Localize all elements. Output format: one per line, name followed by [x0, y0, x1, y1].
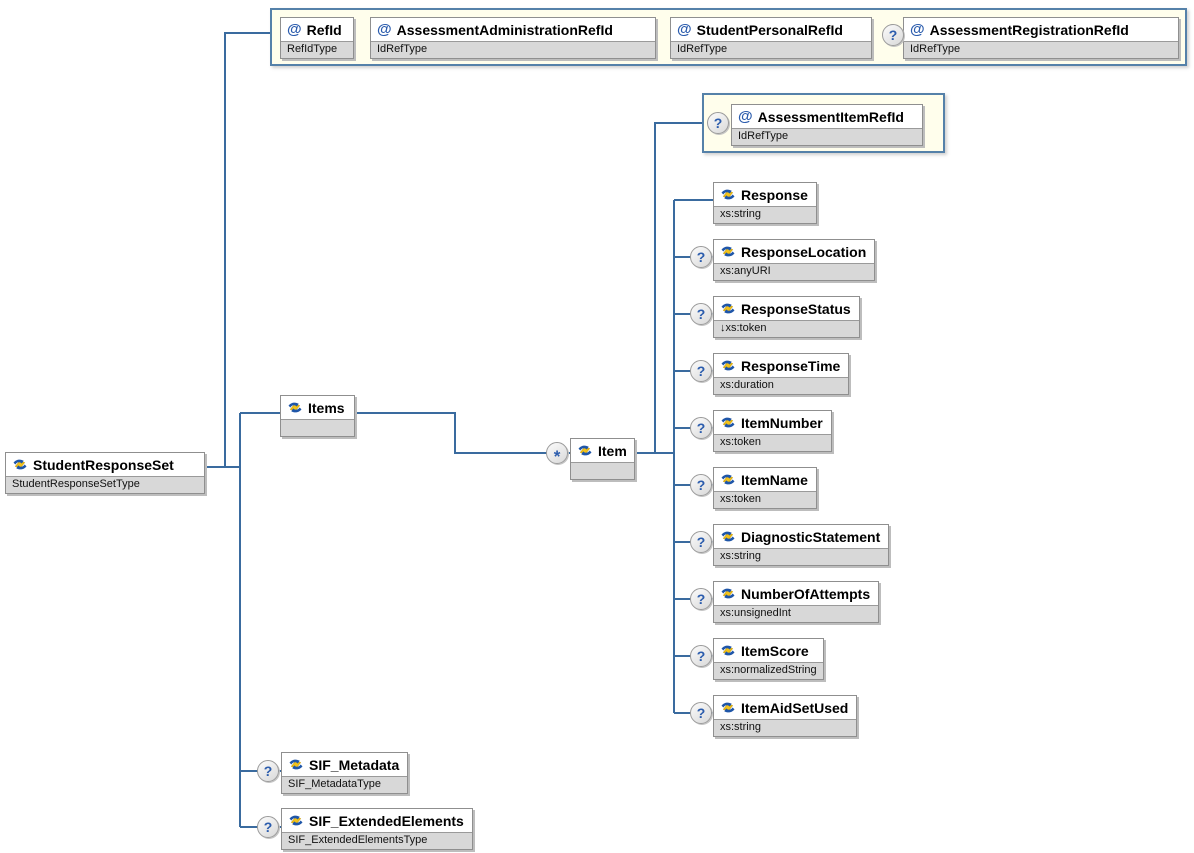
element-icon: [720, 245, 736, 258]
element-icon: [720, 587, 736, 600]
element-name: Items: [308, 399, 345, 416]
element-name: NumberOfAttempts: [741, 585, 871, 602]
attribute-name: RefId: [306, 21, 342, 38]
element-box-numberofattempts[interactable]: NumberOfAttempts xs:unsignedInt: [713, 581, 880, 623]
element-type: SIF_MetadataType: [282, 776, 408, 793]
attribute-icon: @: [910, 21, 925, 38]
element-box-sif-metadata[interactable]: SIF_Metadata SIF_MetadataType: [281, 752, 409, 794]
attribute-name: AssessmentRegistrationRefId: [929, 21, 1129, 38]
element-type: [571, 462, 634, 479]
element-box-response[interactable]: Response xs:string: [713, 182, 817, 224]
attribute-icon: @: [677, 21, 692, 38]
element-type: xs:anyURI: [714, 263, 875, 280]
element-type: ↓xs:token: [714, 320, 859, 337]
element-box-itemname[interactable]: ItemName xs:token: [713, 467, 817, 509]
attribute-name: AssessmentAdministrationRefId: [396, 21, 613, 38]
connector-item-to-item-attributes: [654, 122, 702, 453]
element-icon: [720, 416, 736, 429]
attribute-name: StudentPersonalRefId: [696, 21, 843, 38]
element-type: xs:string: [714, 206, 816, 223]
element-type: StudentResponseSetType: [6, 476, 204, 493]
attribute-type: IdRefType: [371, 41, 655, 58]
element-icon: [288, 758, 304, 771]
connector-items-to-item: [355, 412, 570, 454]
element-name: ItemScore: [741, 642, 809, 659]
attribute-box-studentpersonalrefid[interactable]: @ StudentPersonalRefId IdRefType: [670, 17, 872, 59]
attribute-name: AssessmentItemRefId: [757, 108, 904, 125]
element-icon: [720, 302, 736, 315]
optional-icon: ?: [690, 474, 712, 496]
optional-icon: ?: [257, 760, 279, 782]
element-type: xs:string: [714, 548, 889, 565]
element-name: DiagnosticStatement: [741, 528, 881, 545]
element-name: Item: [598, 442, 627, 459]
element-box-itemscore[interactable]: ItemScore xs:normalizedString: [713, 638, 824, 680]
element-name: ResponseTime: [741, 357, 841, 374]
element-type: xs:duration: [714, 377, 849, 394]
attribute-icon: @: [738, 108, 753, 125]
optional-icon: ?: [690, 303, 712, 325]
element-type: [281, 419, 354, 436]
attribute-type: RefIdType: [281, 41, 353, 58]
element-name: ResponseLocation: [741, 243, 867, 260]
element-name: ResponseStatus: [741, 300, 851, 317]
element-name: ItemName: [741, 471, 808, 488]
optional-icon: ?: [690, 360, 712, 382]
element-box-responselocation[interactable]: ResponseLocation xs:anyURI: [713, 239, 876, 281]
element-type: xs:string: [714, 719, 857, 736]
element-name: ItemAidSetUsed: [741, 699, 849, 716]
element-box-itemnumber[interactable]: ItemNumber xs:token: [713, 410, 832, 452]
element-icon: [720, 359, 736, 372]
element-box-sif-extendedelements[interactable]: SIF_ExtendedElements SIF_ExtendedElement…: [281, 808, 473, 850]
element-icon: [720, 188, 736, 201]
element-type: SIF_ExtendedElementsType: [282, 832, 472, 849]
element-icon: [288, 814, 304, 827]
attribute-box-assessmentitemrefid[interactable]: @ AssessmentItemRefId IdRefType: [731, 104, 923, 146]
element-name: Response: [741, 186, 808, 203]
element-name: StudentResponseSet: [33, 456, 174, 473]
element-box-responsetime[interactable]: ResponseTime xs:duration: [713, 353, 850, 395]
attribute-type: IdRefType: [904, 41, 1178, 58]
element-icon: [720, 473, 736, 486]
element-icon: [12, 458, 28, 471]
attribute-icon: @: [287, 21, 302, 38]
optional-icon: ?: [257, 816, 279, 838]
attribute-box-assessmentregistrationrefid[interactable]: @ AssessmentRegistrationRefId IdRefType: [903, 17, 1179, 59]
element-type: xs:token: [714, 491, 816, 508]
optional-icon: ?: [690, 702, 712, 724]
attribute-box-refid[interactable]: @ RefId RefIdType: [280, 17, 354, 59]
optional-icon: ?: [690, 645, 712, 667]
element-type: xs:token: [714, 434, 831, 451]
element-icon: [720, 701, 736, 714]
element-icon: [720, 530, 736, 543]
element-type: xs:unsignedInt: [714, 605, 879, 622]
element-box-itemaidsetused[interactable]: ItemAidSetUsed xs:string: [713, 695, 858, 737]
element-icon: [577, 444, 593, 457]
element-box-studentresponseset[interactable]: StudentResponseSet StudentResponseSetTyp…: [5, 452, 205, 494]
attribute-icon: @: [377, 21, 392, 38]
element-type: xs:normalizedString: [714, 662, 823, 679]
element-name: SIF_Metadata: [309, 756, 400, 773]
optional-icon: ?: [690, 531, 712, 553]
element-box-responsestatus[interactable]: ResponseStatus ↓xs:token: [713, 296, 860, 338]
optional-icon: ?: [690, 417, 712, 439]
element-name: ItemNumber: [741, 414, 823, 431]
element-box-diagnosticstatement[interactable]: DiagnosticStatement xs:string: [713, 524, 890, 566]
optional-icon: ?: [882, 24, 904, 46]
attribute-type: IdRefType: [671, 41, 871, 58]
connector-root-to-attributes: [224, 32, 270, 467]
element-icon: [720, 644, 736, 657]
element-box-item[interactable]: Item: [570, 438, 635, 480]
attribute-type: IdRefType: [732, 128, 922, 145]
optional-icon: ?: [690, 246, 712, 268]
optional-icon: ?: [690, 588, 712, 610]
element-name: SIF_ExtendedElements: [309, 812, 464, 829]
attribute-box-assessmentadministrationrefid[interactable]: @ AssessmentAdministrationRefId IdRefTyp…: [370, 17, 656, 59]
element-box-items[interactable]: Items: [280, 395, 355, 437]
element-icon: [287, 401, 303, 414]
optional-icon: ?: [707, 112, 729, 134]
repeat-icon: *: [546, 442, 568, 465]
